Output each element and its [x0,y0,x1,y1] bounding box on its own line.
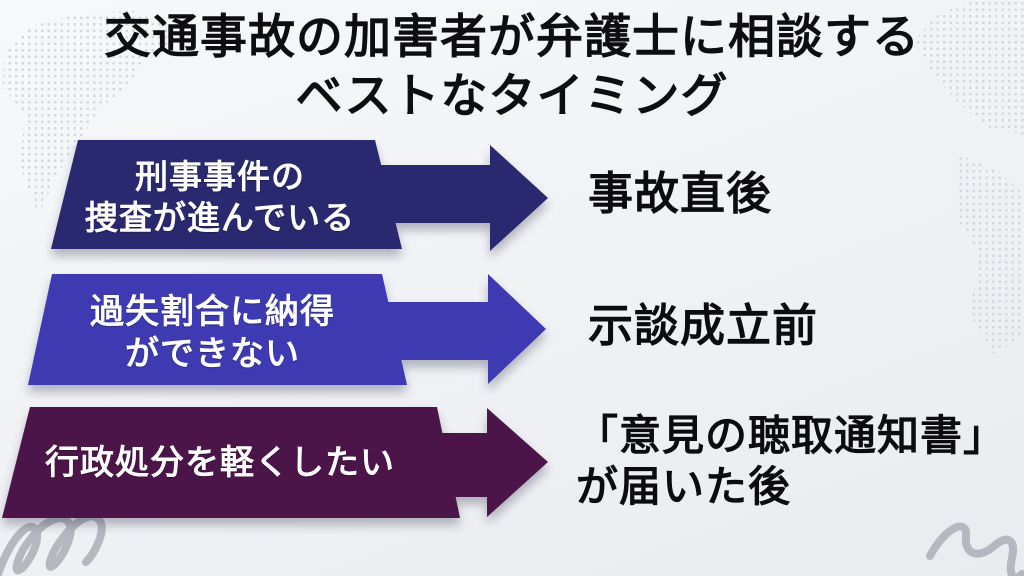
condition-label-3: 行政処分を軽くしたい [15,442,425,484]
page-title: 交通事故の加害者が弁護士に相談する ベストなタイミング [0,8,1024,126]
condition-label-2-line-1: 過失割合に納得 [90,293,335,331]
title-line-1: 交通事故の加害者が弁護士に相談する [104,10,920,63]
condition-arrow-shape-3 [2,407,548,518]
condition-arrow-shape-2 [28,274,546,385]
condition-arrow-shape-1 [51,140,548,251]
timing-result-2: 示談成立前 [588,299,818,354]
world-map-dots-icon [954,155,1024,355]
timing-result-1: 事故直後 [588,167,772,222]
condition-label-1: 刑事事件の 捜査が進んでいる [55,157,385,239]
condition-label-1-line-1: 刑事事件の [135,158,305,195]
condition-label-2: 過失割合に納得 ができない [35,291,390,375]
timing-result-3-line-1: 「意見の聴取通知書」 [576,412,1007,459]
timing-result-3-line-2: が届いた後 [576,463,792,511]
timing-result-3: 「意見の聴取通知書」 が届いた後 [576,410,1006,512]
condition-label-2-line-2: ができない [125,335,300,374]
condition-label-3-line-1: 行政処分を軽くしたい [45,444,395,482]
title-line-2: ベストなタイミング [295,68,729,122]
squiggle-icon [926,522,1024,576]
timing-result-2-line-1: 示談成立前 [588,300,819,351]
timing-result-1-line-1: 事故直後 [588,168,773,219]
condition-label-1-line-2: 捜査が進んでいる [84,198,356,236]
